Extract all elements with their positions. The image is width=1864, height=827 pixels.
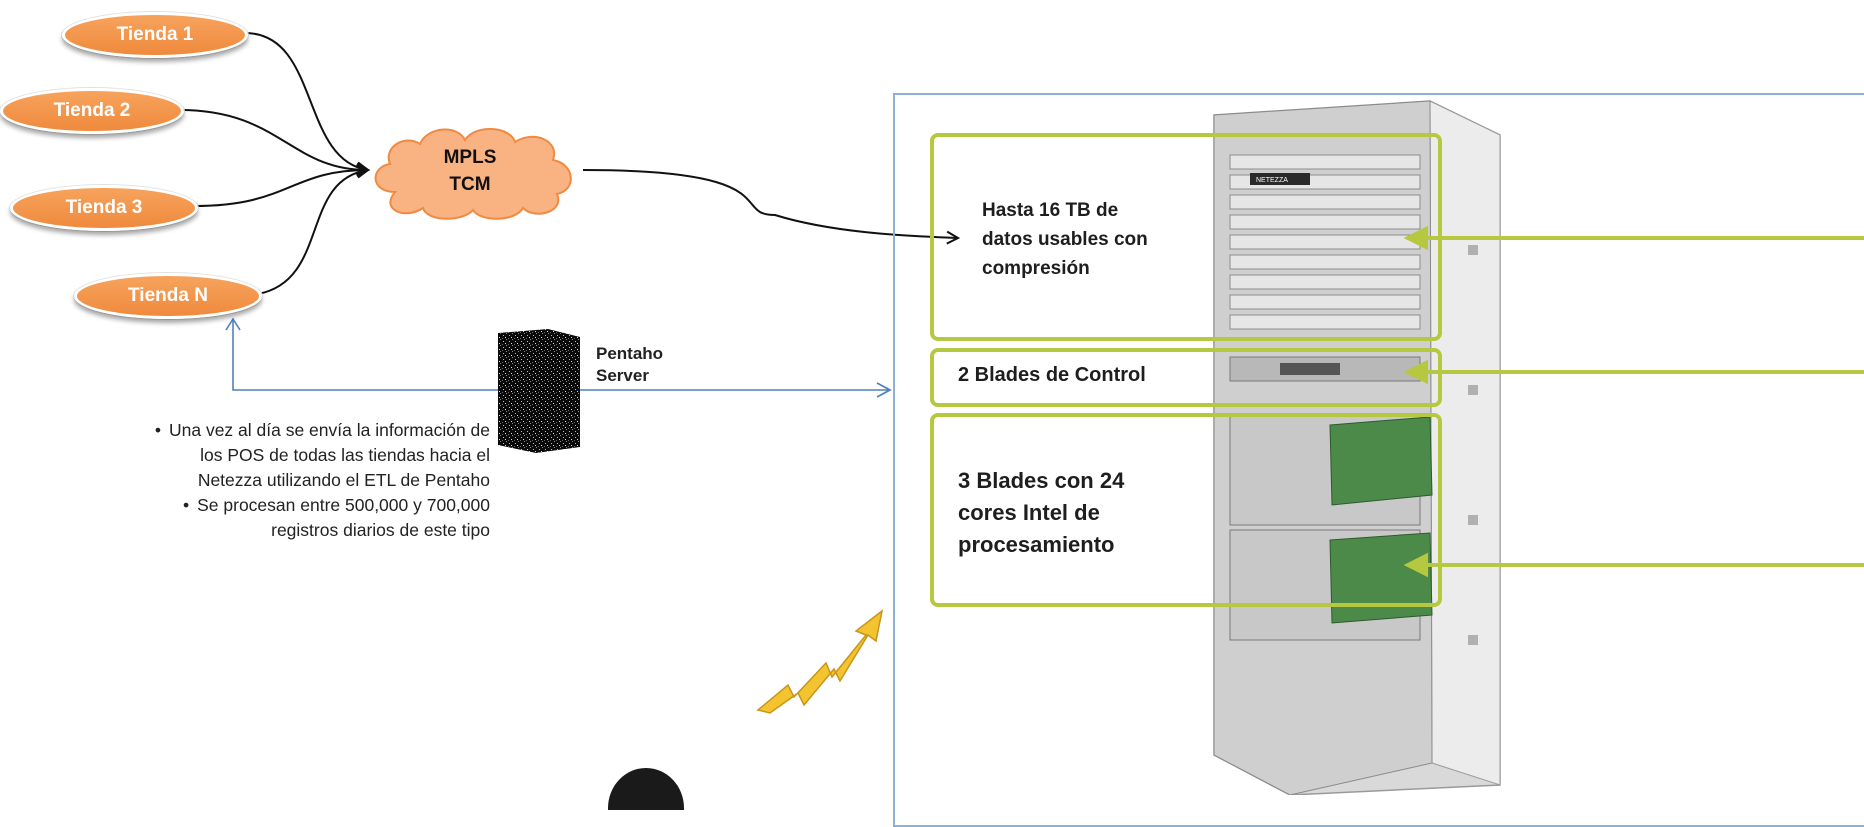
proc-line-3: procesamiento bbox=[958, 532, 1115, 557]
control-pointer-head bbox=[1403, 359, 1428, 385]
link-cloud-rack bbox=[582, 169, 958, 238]
rack-brand-logo: NETEZZA bbox=[1256, 177, 1288, 184]
storage-label: Hasta 16 TB de datos usables con compres… bbox=[982, 196, 1148, 283]
mpls-cloud-icon bbox=[374, 127, 572, 220]
store-tienda-2: Tienda 2 bbox=[0, 88, 184, 134]
signal-arrow-icon bbox=[756, 609, 884, 714]
control-box bbox=[930, 348, 1442, 407]
globe-icon bbox=[608, 768, 684, 810]
link-tienda-2 bbox=[179, 109, 368, 170]
link-server-rack bbox=[232, 320, 892, 398]
storage-line-2: datos usables con bbox=[982, 229, 1148, 250]
mpls-cloud-label: MPLS TCM bbox=[420, 144, 520, 198]
store-tienda-1: Tienda 1 bbox=[62, 12, 248, 58]
note-2: • Se procesan entre 500,000 y 700,000 bbox=[60, 493, 490, 518]
proc-line-1: 3 Blades con 24 bbox=[958, 468, 1125, 493]
store-label: Tienda 3 bbox=[65, 197, 143, 218]
store-label: Tienda 2 bbox=[53, 100, 131, 121]
processing-label: 3 Blades con 24 cores Intel de procesami… bbox=[958, 465, 1124, 561]
cloud-line-1: MPLS bbox=[443, 147, 497, 168]
server-label: Pentaho Server bbox=[596, 343, 663, 387]
note-1-line-1: Una vez al día se envía la información d… bbox=[168, 420, 490, 440]
proc-line-2: cores Intel de bbox=[958, 500, 1100, 525]
processing-box bbox=[930, 413, 1442, 607]
server-icon bbox=[498, 329, 580, 453]
link-tienda-1 bbox=[244, 32, 368, 170]
note-1-line-3: Netezza utilizando el ETL de Pentaho bbox=[197, 470, 490, 490]
store-tienda-3: Tienda 3 bbox=[10, 185, 198, 231]
process-notes: • Una vez al día se envía la información … bbox=[60, 418, 490, 543]
bullet-icon: • bbox=[154, 420, 161, 440]
storage-pointer-head bbox=[1403, 225, 1428, 251]
link-server-store-arrow bbox=[225, 317, 241, 331]
note-2-line-1: Se procesan entre 500,000 y 700,000 bbox=[197, 495, 490, 515]
link-tienda-n bbox=[257, 170, 368, 295]
netezza-rack-icon: NETEZZA bbox=[1213, 100, 1501, 795]
store-tienda-n: Tienda N bbox=[74, 273, 262, 319]
storage-line-3: compresión bbox=[982, 258, 1090, 279]
processing-pointer-head bbox=[1403, 552, 1428, 578]
note-1: • Una vez al día se envía la información … bbox=[60, 418, 490, 443]
bullet-icon: • bbox=[182, 495, 190, 515]
link-tienda-3 bbox=[193, 170, 368, 207]
cloud-line-2: TCM bbox=[449, 174, 491, 195]
control-text: 2 Blades de Control bbox=[958, 364, 1146, 386]
pointer-layer bbox=[1403, 225, 1864, 578]
control-label: 2 Blades de Control bbox=[958, 361, 1146, 389]
store-label: Tienda 1 bbox=[116, 24, 194, 45]
server-line-1: Pentaho bbox=[596, 344, 664, 363]
server-line-2: Server bbox=[596, 366, 649, 385]
store-label: Tienda N bbox=[128, 285, 208, 306]
connector-layer bbox=[179, 32, 1864, 398]
note-2-line-2: registros diarios de este tipo bbox=[271, 520, 490, 540]
storage-line-1: Hasta 16 TB de bbox=[982, 200, 1119, 221]
note-1-line-2: los POS de todas las tiendas hacia el bbox=[200, 445, 490, 465]
